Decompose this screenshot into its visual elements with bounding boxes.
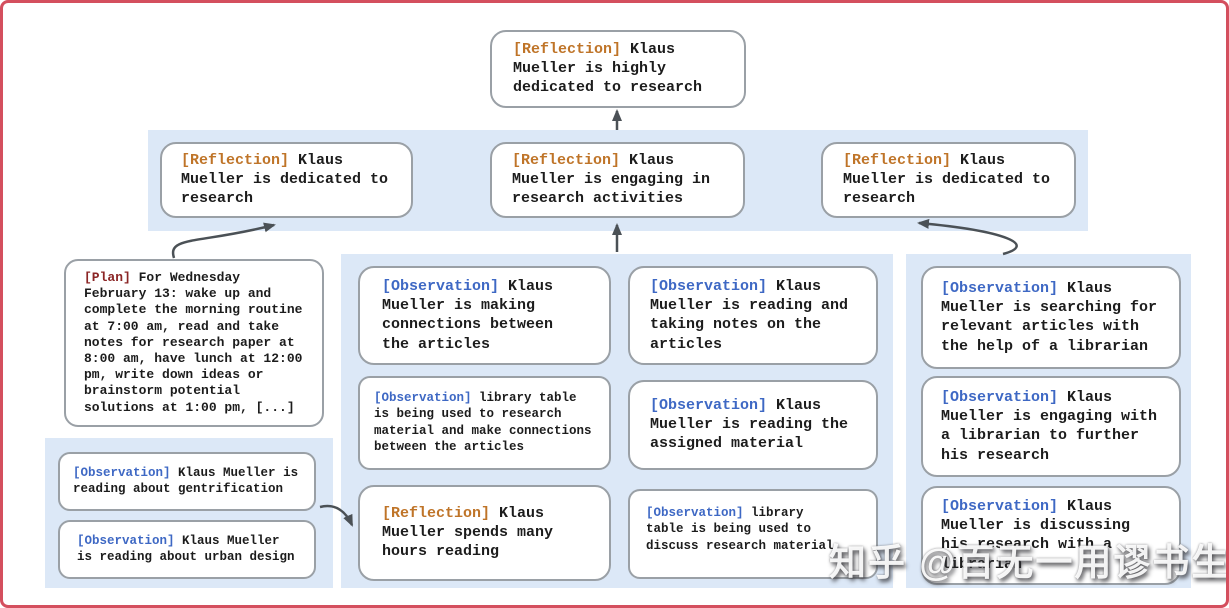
node-observation-assigned-material: [Observation] Klaus Mueller is reading t…: [628, 380, 878, 470]
node-text: Klaus Mueller is engaging in research ac…: [512, 152, 711, 208]
node-observation-library-table-discuss: [Observation] library table is being use…: [628, 489, 878, 579]
node-observation-discussing-research: [Observation] Klaus Mueller is discussin…: [921, 486, 1181, 585]
zhihu-watermark: 知乎 @百无一用谬书生: [829, 542, 1229, 583]
node-text: library table is being used to discuss r…: [646, 506, 834, 553]
node-type-tag: [Observation]: [941, 389, 1059, 406]
node-text: Klaus Mueller is reading the assigned ma…: [650, 397, 849, 453]
node-observation-reading-notes: [Observation] Klaus Mueller is reading a…: [628, 266, 878, 365]
node-reflection-3: [Reflection] Klaus Mueller is dedicated …: [821, 142, 1076, 218]
node-observation-connections: [Observation] Klaus Mueller is making co…: [358, 266, 611, 365]
node-observation-searching-articles: [Observation] Klaus Mueller is searching…: [921, 266, 1181, 369]
node-text: Klaus Mueller is dedicated to research: [181, 152, 389, 208]
node-type-tag: [Observation]: [77, 534, 175, 548]
node-type-tag: [Reflection]: [513, 41, 622, 58]
node-type-tag: [Observation]: [646, 506, 744, 520]
node-text: Klaus Mueller is reading about urban des…: [77, 534, 295, 565]
node-type-tag: [Reflection]: [512, 152, 621, 169]
node-type-tag: [Reflection]: [181, 152, 290, 169]
node-text: Klaus Mueller is reading and taking note…: [650, 278, 849, 353]
node-type-tag: [Reflection]: [382, 505, 491, 522]
node-text: Klaus Mueller is searching for relevant …: [941, 280, 1158, 355]
node-type-tag: [Observation]: [941, 280, 1059, 297]
node-reflection-2: [Reflection] Klaus Mueller is engaging i…: [490, 142, 745, 218]
node-reflection-1: [Reflection] Klaus Mueller is dedicated …: [160, 142, 413, 218]
node-text: Klaus Mueller is dedicated to research: [843, 152, 1051, 208]
node-type-tag: [Observation]: [650, 397, 768, 414]
node-text: library table is being used to research …: [374, 391, 592, 455]
node-observation-engaging-librarian: [Observation] Klaus Mueller is engaging …: [921, 376, 1181, 477]
node-observation-library-table-research: [Observation] library table is being use…: [358, 376, 611, 470]
node-type-tag: [Observation]: [650, 278, 768, 295]
node-observation-urban-design: [Observation] Klaus Mueller is reading a…: [58, 520, 316, 579]
node-text: For Wednesday February 13: wake up and c…: [84, 270, 303, 415]
node-type-tag: [Reflection]: [843, 152, 952, 169]
node-text: Klaus Mueller is discussing his research…: [941, 498, 1131, 573]
node-text: Klaus Mueller is making connections betw…: [382, 278, 554, 353]
node-text: Klaus Mueller is engaging with a librari…: [941, 389, 1158, 464]
node-root-reflection: [Reflection] Klaus Mueller is highly ded…: [490, 30, 746, 108]
node-type-tag: [Plan]: [84, 270, 131, 285]
node-reflection-hours-reading: [Reflection] Klaus Mueller spends many h…: [358, 485, 611, 581]
node-type-tag: [Observation]: [941, 498, 1059, 515]
node-observation-gentrification: [Observation] Klaus Mueller is reading a…: [58, 452, 316, 511]
node-text: Klaus Mueller spends many hours reading: [382, 505, 554, 561]
node-text: Klaus Mueller is reading about gentrific…: [73, 466, 299, 497]
node-plan: [Plan] For Wednesday February 13: wake u…: [64, 259, 324, 427]
node-type-tag: [Observation]: [374, 391, 472, 405]
node-text: Klaus Mueller is highly dedicated to res…: [513, 41, 703, 97]
node-type-tag: [Observation]: [382, 278, 500, 295]
node-type-tag: [Observation]: [73, 466, 171, 480]
